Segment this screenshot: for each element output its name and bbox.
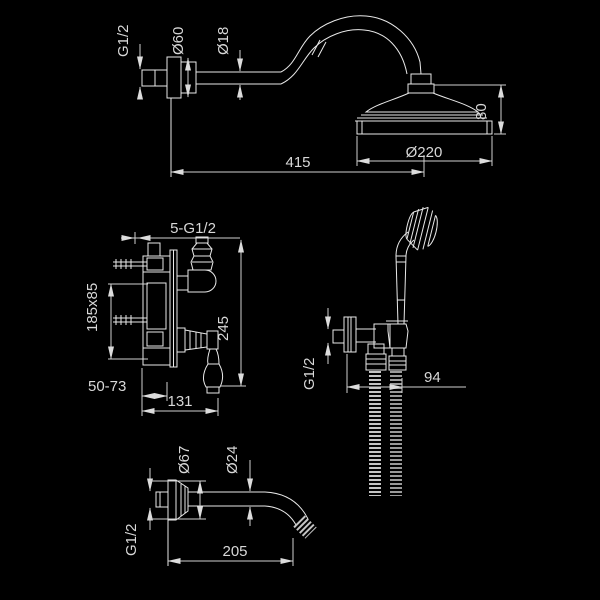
- head-connector-nut: [407, 73, 435, 94]
- overhead-dimensions: G1/2 Ø60 Ø18 80 Ø220 415: [115, 24, 506, 177]
- arm-wall-thread: [141, 69, 168, 87]
- hand-shower-view: G1/2 94: [301, 206, 466, 496]
- dim-label-handshower-offset: 94: [424, 369, 441, 386]
- dim-label-spout-reach: 205: [222, 543, 247, 560]
- dim-label-overhead-thread: G1/2: [115, 24, 132, 57]
- handshower-holder-cup: [387, 323, 409, 349]
- dim-label-overhead-arm-dia: Ø18: [215, 27, 232, 55]
- concealed-valve-view: 5-G1/2: [84, 220, 246, 416]
- dim-label-spout-pipe-dia: Ø24: [224, 446, 241, 474]
- shower-arm: [196, 15, 422, 85]
- dim-label-valve-width: 131: [167, 393, 192, 410]
- dim-label-spout-thread: G1/2: [123, 523, 140, 556]
- valve-fixing-screw-bottom: [113, 315, 147, 325]
- handshower-wall-flange: [332, 316, 357, 353]
- dim-label-overhead-head-height: 80: [473, 103, 490, 120]
- lever-handle: [176, 327, 223, 394]
- valve-ports-leader: 5-G1/2: [121, 220, 240, 244]
- spout-nozzle: [293, 515, 317, 539]
- dim-label-valve-depth: 50-73: [88, 378, 126, 395]
- dim-label-spout-flange-dia: Ø67: [176, 446, 193, 474]
- shower-hoses: [365, 343, 407, 496]
- arm-joint-tick: [317, 41, 327, 58]
- spout-flange: [167, 479, 189, 521]
- dim-label-overhead-flange-dia: Ø60: [170, 27, 187, 55]
- valve-body: [142, 242, 178, 368]
- dim-label-overhead-head-dia: Ø220: [406, 144, 443, 161]
- dim-label-handshower-thread: G1/2: [301, 357, 318, 390]
- dim-label-valve-ports: 5-G1/2: [170, 220, 216, 237]
- hand-shower-head: [405, 206, 438, 251]
- dim-label-valve-height: 245: [215, 316, 232, 341]
- arm-wall-flange: [166, 56, 197, 99]
- shower-head: [355, 92, 493, 135]
- valve-fixing-screw-top: [113, 259, 147, 269]
- spout-dimensions: G1/2 Ø67 Ø24 205: [123, 446, 294, 566]
- overhead-shower-view: G1/2 Ø60 Ø18 80 Ø220 415: [115, 15, 506, 177]
- spout-thread-stub: [155, 491, 169, 508]
- dim-label-overhead-reach: 415: [285, 154, 310, 171]
- handshower-dimensions: G1/2 94: [301, 308, 466, 393]
- diverter-knob: [176, 236, 217, 293]
- valve-top-port: [147, 242, 161, 257]
- arm-joint-tick: [311, 39, 321, 56]
- hand-shower: [395, 206, 438, 325]
- wall-spout-view: G1/2 Ø67 Ø24 205: [123, 446, 317, 566]
- dim-label-valve-rough-in: 185x85: [84, 283, 101, 332]
- valve-dimensions: 185x85 50-73 131 245: [84, 239, 246, 416]
